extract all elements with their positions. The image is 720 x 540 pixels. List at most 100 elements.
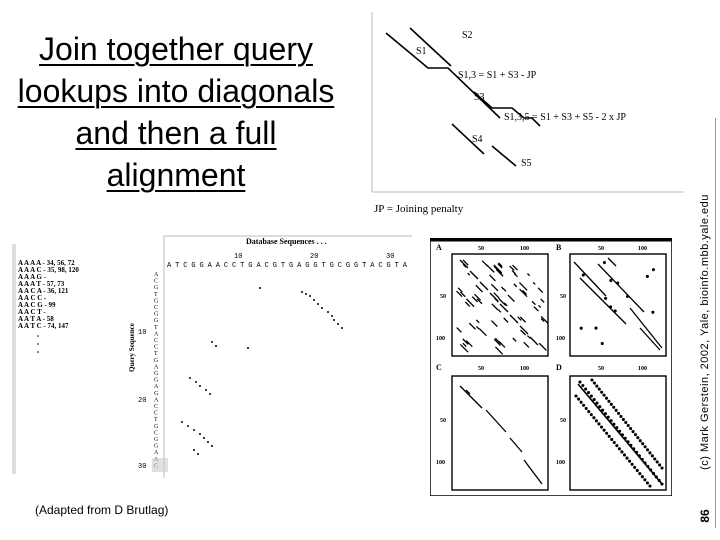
word-row: A A A G - xyxy=(18,273,47,281)
dot xyxy=(579,400,583,404)
dot xyxy=(586,391,591,395)
query-tick-10: 10 xyxy=(138,329,146,337)
label-s3: S3 xyxy=(474,92,485,103)
query-label: Query Sequence xyxy=(128,323,136,372)
dot-segment xyxy=(577,383,663,485)
dot xyxy=(616,281,620,285)
dot xyxy=(650,454,654,458)
hit-dot xyxy=(309,295,311,297)
dot xyxy=(592,381,596,385)
hit-dot xyxy=(259,287,261,289)
dot xyxy=(595,384,599,388)
dot xyxy=(640,475,644,479)
dot xyxy=(613,309,617,313)
dot-segment xyxy=(540,315,549,324)
query-base: T xyxy=(154,351,158,357)
dot-segment xyxy=(468,322,476,330)
dot-segment xyxy=(475,319,480,324)
dot xyxy=(579,326,583,330)
dot-segment xyxy=(523,459,543,485)
query-tick-30: 30 xyxy=(138,463,146,471)
dot xyxy=(641,442,645,446)
tick: 50 xyxy=(598,246,604,252)
dot-segment xyxy=(481,260,489,267)
query-base: T xyxy=(154,417,158,423)
dot-segment xyxy=(498,340,506,348)
hit-dot xyxy=(207,441,209,443)
dot xyxy=(630,462,634,466)
dot xyxy=(609,419,613,423)
dot xyxy=(584,387,588,391)
panel-b-dots xyxy=(573,257,663,351)
dot-segment xyxy=(456,290,463,298)
query-base: A xyxy=(154,331,159,337)
dot xyxy=(643,478,647,482)
dot xyxy=(607,434,611,438)
dot xyxy=(621,417,625,421)
dot-segment xyxy=(495,269,504,277)
dot-segment xyxy=(478,328,487,337)
query-base: G xyxy=(154,318,159,324)
dot xyxy=(653,457,657,461)
dot xyxy=(600,341,604,346)
dot-segment xyxy=(512,337,517,342)
dot-segment xyxy=(503,317,509,323)
dot xyxy=(660,466,664,470)
dot xyxy=(638,472,642,476)
hit-dot xyxy=(305,293,307,295)
dot xyxy=(604,296,608,300)
hit-dot xyxy=(327,311,329,313)
dot-segment xyxy=(538,342,547,351)
dot xyxy=(626,423,630,428)
hit-dot xyxy=(301,291,303,293)
dot-segment xyxy=(462,259,469,266)
hit-dot xyxy=(247,347,249,349)
dot-segment xyxy=(509,265,515,271)
dot-segment xyxy=(493,264,503,274)
word-list-ellipsis xyxy=(37,335,39,353)
dot-segment xyxy=(490,320,498,327)
dot-segment xyxy=(456,327,462,333)
sidebar-divider xyxy=(715,118,716,528)
joining-diagram: S1 S2 S1,3 = S1 + S3 - JP S3 S1,3,5 = S1… xyxy=(371,12,684,215)
s2-diagonal xyxy=(409,27,452,67)
dot-segment xyxy=(488,274,496,282)
tick: 100 xyxy=(638,246,647,252)
dot xyxy=(605,431,609,435)
dot xyxy=(607,399,611,403)
dot xyxy=(609,305,613,309)
word-row: A A A T - 57, 73 xyxy=(18,280,65,288)
word-row: A A C C - xyxy=(18,294,47,302)
dot-segment xyxy=(491,303,499,311)
dot-segment xyxy=(519,288,528,298)
query-sequence: ACGTGCGGTACCTGAGGAGACCTGCGGAAC xyxy=(154,272,159,469)
tick: 100 xyxy=(556,460,565,466)
label-s5: S5 xyxy=(521,158,532,169)
hit-dot xyxy=(181,421,183,423)
dotplot-figure: A B C D 50 100 50 100 50 100 50 100 50 1… xyxy=(430,238,672,496)
dot-segment xyxy=(607,257,617,267)
dot xyxy=(599,425,604,429)
query-base: G xyxy=(154,378,159,384)
dot-segment xyxy=(538,304,542,308)
dot xyxy=(622,453,627,457)
query-base: G xyxy=(154,391,159,397)
dot-segment xyxy=(579,277,627,325)
dot-segment xyxy=(511,270,516,275)
query-base: C xyxy=(154,345,158,351)
dot-segment xyxy=(629,307,663,349)
query-base: G xyxy=(154,444,159,450)
dot xyxy=(615,444,619,448)
dot-segment xyxy=(462,342,467,348)
dot-segment xyxy=(485,409,507,433)
lookup-figure: Database Sequences . . . 10 20 30 ATCGGA… xyxy=(12,235,412,478)
credit-sidebar: (c) Mark Gerstein, 2002, Yale, bioinfo.m… xyxy=(695,0,717,540)
dot-segment xyxy=(531,300,536,306)
query-base: G xyxy=(154,312,159,318)
dot-segment xyxy=(507,294,515,302)
tick: 50 xyxy=(560,294,566,300)
dot-segment xyxy=(494,346,504,355)
dot-segment xyxy=(503,302,508,307)
dot xyxy=(645,448,650,452)
dot xyxy=(648,451,652,455)
